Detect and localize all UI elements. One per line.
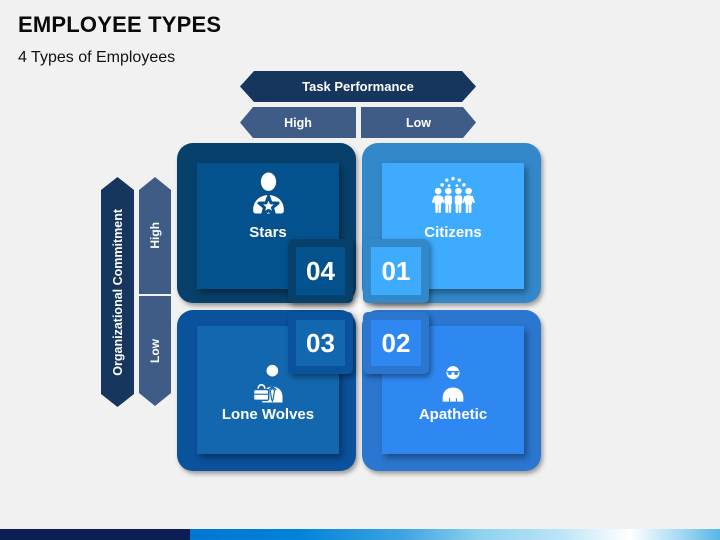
task-low-label: Low [406,115,431,130]
quadrant-lone-wolves-card: Lone Wolves [197,326,339,454]
organizational-commitment-label: Organizational Commitment [110,208,125,376]
footer-bar-gradient [190,529,720,540]
badge-number-lone-wolves-text: 03 [306,327,335,358]
commitment-low-banner: Low [139,296,171,406]
quadrant-label-lone-wolves: Lone Wolves [221,406,315,423]
quadrant-label-citizens: Citizens [424,224,482,241]
task-performance-banner: Task Performance [240,71,476,102]
people-group-icon [421,170,485,220]
commitment-low-label: Low [148,339,162,363]
badge-number-apathetic-text: 02 [381,327,411,358]
quadrant-stars: Stars [177,143,356,303]
task-performance-label: Task Performance [302,79,414,94]
person-glasses-icon [431,364,475,402]
badge-number-apathetic: 02 [363,312,429,374]
badge-number-lone-wolves: 03 [288,312,353,374]
badge-number-citizens: 01 [363,239,429,303]
commitment-high-label: High [148,222,162,249]
quadrant-label-apathetic: Apathetic [418,406,488,423]
footer-bar-navy [0,529,190,540]
badge-number-citizens-text: 01 [381,255,411,286]
task-low-banner: Low [361,107,476,138]
businessman-briefcase-icon [244,364,292,403]
page-subtitle: 4 Types of Employees [18,49,176,66]
task-high-banner: High [240,107,356,138]
quadrant-label-stars: Stars [249,224,287,241]
person-star-icon [244,170,293,220]
task-high-label: High [284,115,312,130]
badge-number-stars-text: 04 [306,255,335,286]
organizational-commitment-banner: Organizational Commitment [101,177,134,407]
badge-number-stars: 04 [288,239,353,303]
quadrant-apathetic-card: Apathetic [382,326,524,454]
commitment-high-banner: High [139,177,171,294]
page-title: EMPLOYEE TYPES [18,12,222,37]
